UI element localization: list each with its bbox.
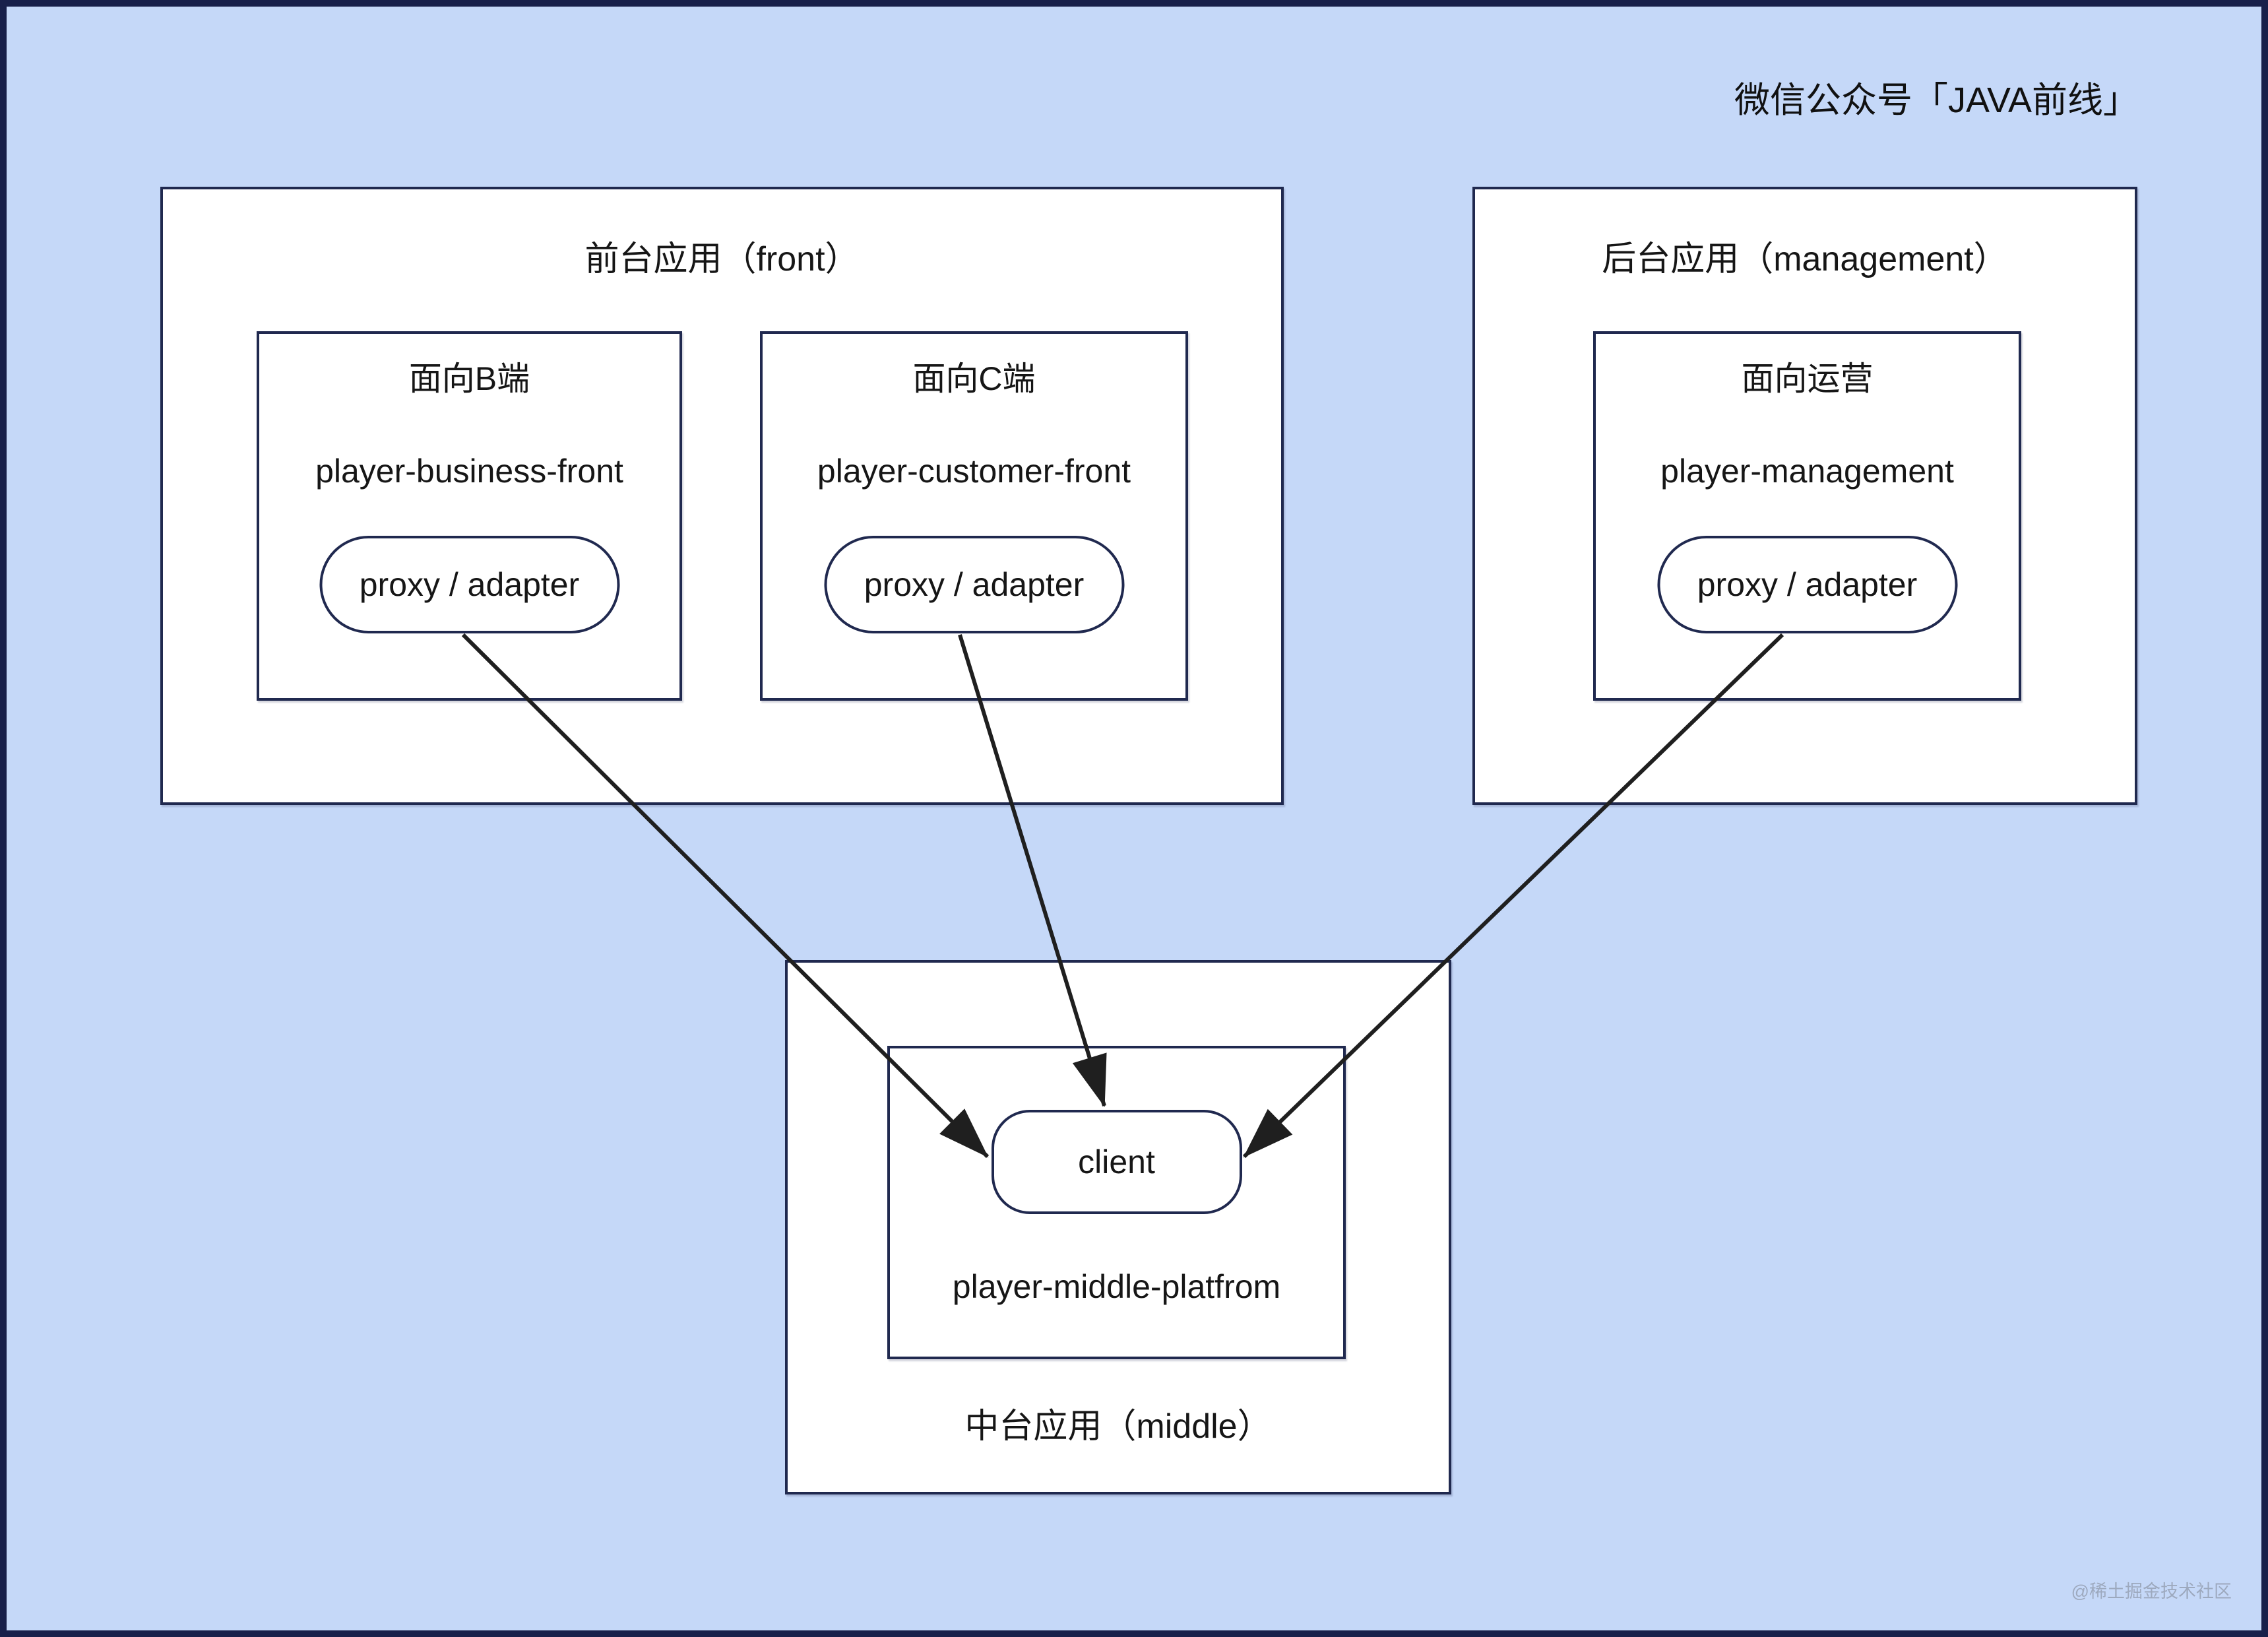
ops-audience-label: 面向运营 bbox=[1741, 360, 1874, 397]
ops-service-label: player-management bbox=[1660, 453, 1954, 490]
middle-service-label: player-middle-platfrom bbox=[952, 1268, 1281, 1305]
customer-audience-label: 面向C端 bbox=[912, 360, 1036, 397]
business-module-box: 面向B端 player-business-front proxy / adapt… bbox=[257, 331, 682, 701]
customer-proxy-adapter-pill: proxy / adapter bbox=[824, 536, 1124, 633]
middle-group-box: client player-middle-platfrom 中台应用（middl… bbox=[785, 960, 1451, 1494]
management-group-title: 后台应用（management） bbox=[1602, 240, 2008, 278]
ops-proxy-adapter-pill: proxy / adapter bbox=[1657, 536, 1957, 633]
business-proxy-adapter-pill: proxy / adapter bbox=[319, 536, 619, 633]
front-group-box: 前台应用（front） 面向B端 player-business-front p… bbox=[160, 187, 1284, 805]
customer-module-box: 面向C端 player-customer-front proxy / adapt… bbox=[760, 331, 1188, 701]
management-group-box: 后台应用（management） 面向运营 player-management … bbox=[1472, 187, 2137, 805]
client-pill: client bbox=[991, 1110, 1242, 1214]
ops-proxy-adapter-label: proxy / adapter bbox=[1697, 566, 1918, 603]
middle-group-title: 中台应用（middle） bbox=[964, 1407, 1272, 1446]
business-audience-label: 面向B端 bbox=[408, 360, 530, 397]
business-service-label: player-business-front bbox=[315, 453, 623, 490]
front-group-title: 前台应用（front） bbox=[584, 240, 860, 278]
client-label: client bbox=[1078, 1143, 1155, 1180]
ops-module-box: 面向运营 player-management proxy / adapter bbox=[1593, 331, 2021, 701]
business-proxy-adapter-label: proxy / adapter bbox=[359, 566, 580, 603]
customer-service-label: player-customer-front bbox=[817, 453, 1131, 490]
brand-watermark: 微信公众号「JAVA前线」 bbox=[1734, 80, 2139, 120]
middle-platform-box: client player-middle-platfrom bbox=[887, 1046, 1346, 1359]
juejin-watermark: @稀土掘金技术社区 bbox=[2071, 1582, 2232, 1601]
customer-proxy-adapter-label: proxy / adapter bbox=[864, 566, 1085, 603]
